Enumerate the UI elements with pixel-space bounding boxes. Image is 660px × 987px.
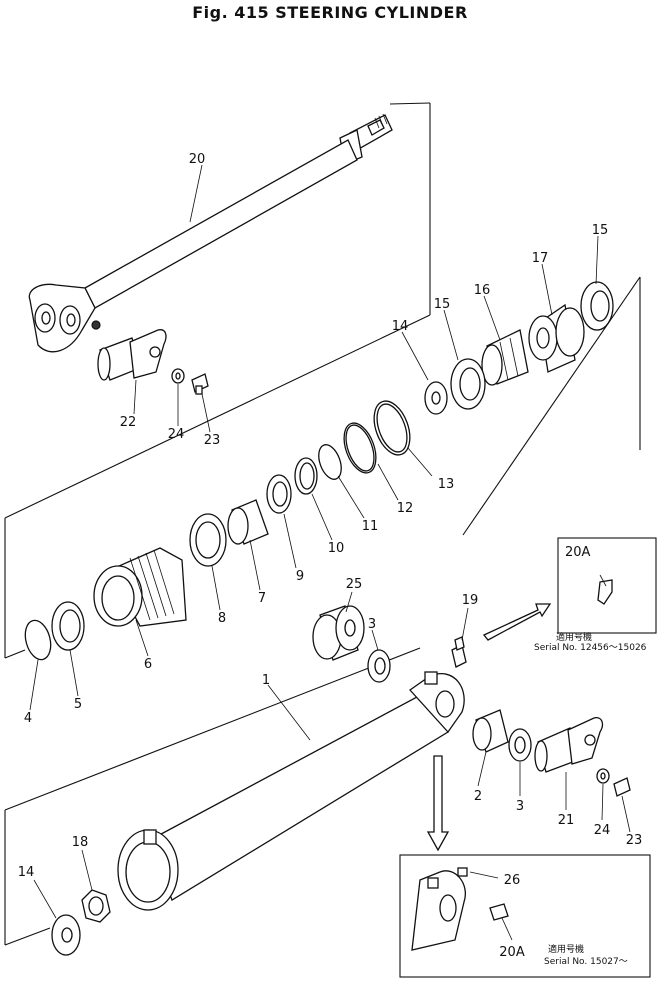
seal-9 — [266, 474, 292, 514]
seal-5 — [51, 601, 85, 651]
seal-3-top — [367, 649, 391, 683]
callout-12: 12 — [397, 501, 414, 516]
leader-lines — [29, 164, 631, 941]
figure-title: Fig. 415 STEERING CYLINDER — [192, 3, 468, 22]
callout-18: 18 — [72, 835, 89, 850]
callout-22: 22 — [120, 415, 137, 430]
callout-24-bottom: 24 — [594, 823, 611, 838]
callout-13: 13 — [438, 477, 455, 492]
bolt-bottom — [613, 777, 631, 797]
callout-24-top: 24 — [168, 427, 185, 442]
seal-3-bottom — [508, 728, 532, 762]
cylinder-tube — [117, 671, 465, 911]
callout-20a-bottom: 20A — [499, 945, 525, 960]
ring-10 — [294, 457, 318, 495]
callout-14-bottom: 14 — [18, 865, 35, 880]
callout-14-top: 14 — [392, 319, 409, 334]
callout-7: 7 — [258, 591, 266, 606]
callout-6: 6 — [144, 657, 152, 672]
callout-11: 11 — [362, 519, 379, 534]
spacer-25 — [312, 605, 365, 661]
washer-top — [171, 368, 185, 384]
piston-ring-15-mid — [450, 358, 486, 410]
callout-5: 5 — [74, 697, 82, 712]
callout-19: 19 — [462, 593, 479, 608]
callout-10: 10 — [328, 541, 345, 556]
inset-top-serial: Serial No. 12456～15026 — [534, 643, 647, 653]
snap-ring-4 — [24, 619, 52, 661]
callout-16: 16 — [474, 283, 491, 298]
exploded-frame-lines — [4, 102, 641, 946]
cylinder-head-6 — [93, 547, 187, 627]
plate-14-top — [424, 381, 448, 415]
inset-top-note: 適用号機 — [556, 631, 592, 643]
callout-labels: 20 15 17 16 15 14 22 24 23 13 12 11 10 9… — [18, 152, 643, 960]
bolt-top — [191, 373, 209, 395]
callout-8: 8 — [218, 611, 226, 626]
o-ring-13 — [373, 400, 411, 456]
inset-top — [557, 537, 657, 634]
arrow-to-top-inset — [482, 603, 552, 641]
callout-3-top: 3 — [368, 617, 376, 632]
callout-21: 21 — [558, 813, 575, 828]
callout-1: 1 — [262, 673, 270, 688]
pin-bracket-top — [97, 329, 167, 381]
callout-2: 2 — [474, 789, 482, 804]
bushing-2 — [472, 709, 509, 753]
washer-bottom — [596, 768, 610, 784]
nut-18 — [81, 889, 111, 923]
callout-15-top: 15 — [592, 223, 609, 238]
piston-17 — [528, 303, 585, 373]
wear-ring-16 — [481, 329, 529, 386]
backup-ring-12 — [343, 422, 377, 474]
arrow-to-bottom-inset — [426, 755, 450, 852]
snap-ring-11 — [318, 444, 342, 480]
callout-23-top: 23 — [204, 433, 221, 448]
piston-ring-15-top — [580, 281, 614, 331]
callout-26: 26 — [504, 873, 521, 888]
inset-bottom-note: 適用号機 — [548, 943, 584, 955]
plate-8 — [189, 513, 227, 567]
callout-4: 4 — [24, 711, 32, 726]
callout-25: 25 — [346, 577, 363, 592]
plate-14-bottom — [51, 914, 81, 956]
pin-21 — [534, 717, 604, 773]
callout-9: 9 — [296, 569, 304, 584]
inset-bottom-serial: Serial No. 15027～ — [544, 957, 628, 967]
grease-fitting-19 — [451, 636, 467, 668]
piston-rod — [28, 113, 393, 353]
inset-top-label: 20A — [565, 545, 591, 560]
callout-17: 17 — [532, 251, 549, 266]
bushing-7 — [227, 499, 269, 545]
callout-23-bottom: 23 — [626, 833, 643, 848]
callout-15-mid: 15 — [434, 297, 451, 312]
inset-bottom — [399, 854, 651, 978]
callout-3-bottom: 3 — [516, 799, 524, 814]
callout-20: 20 — [189, 152, 206, 167]
